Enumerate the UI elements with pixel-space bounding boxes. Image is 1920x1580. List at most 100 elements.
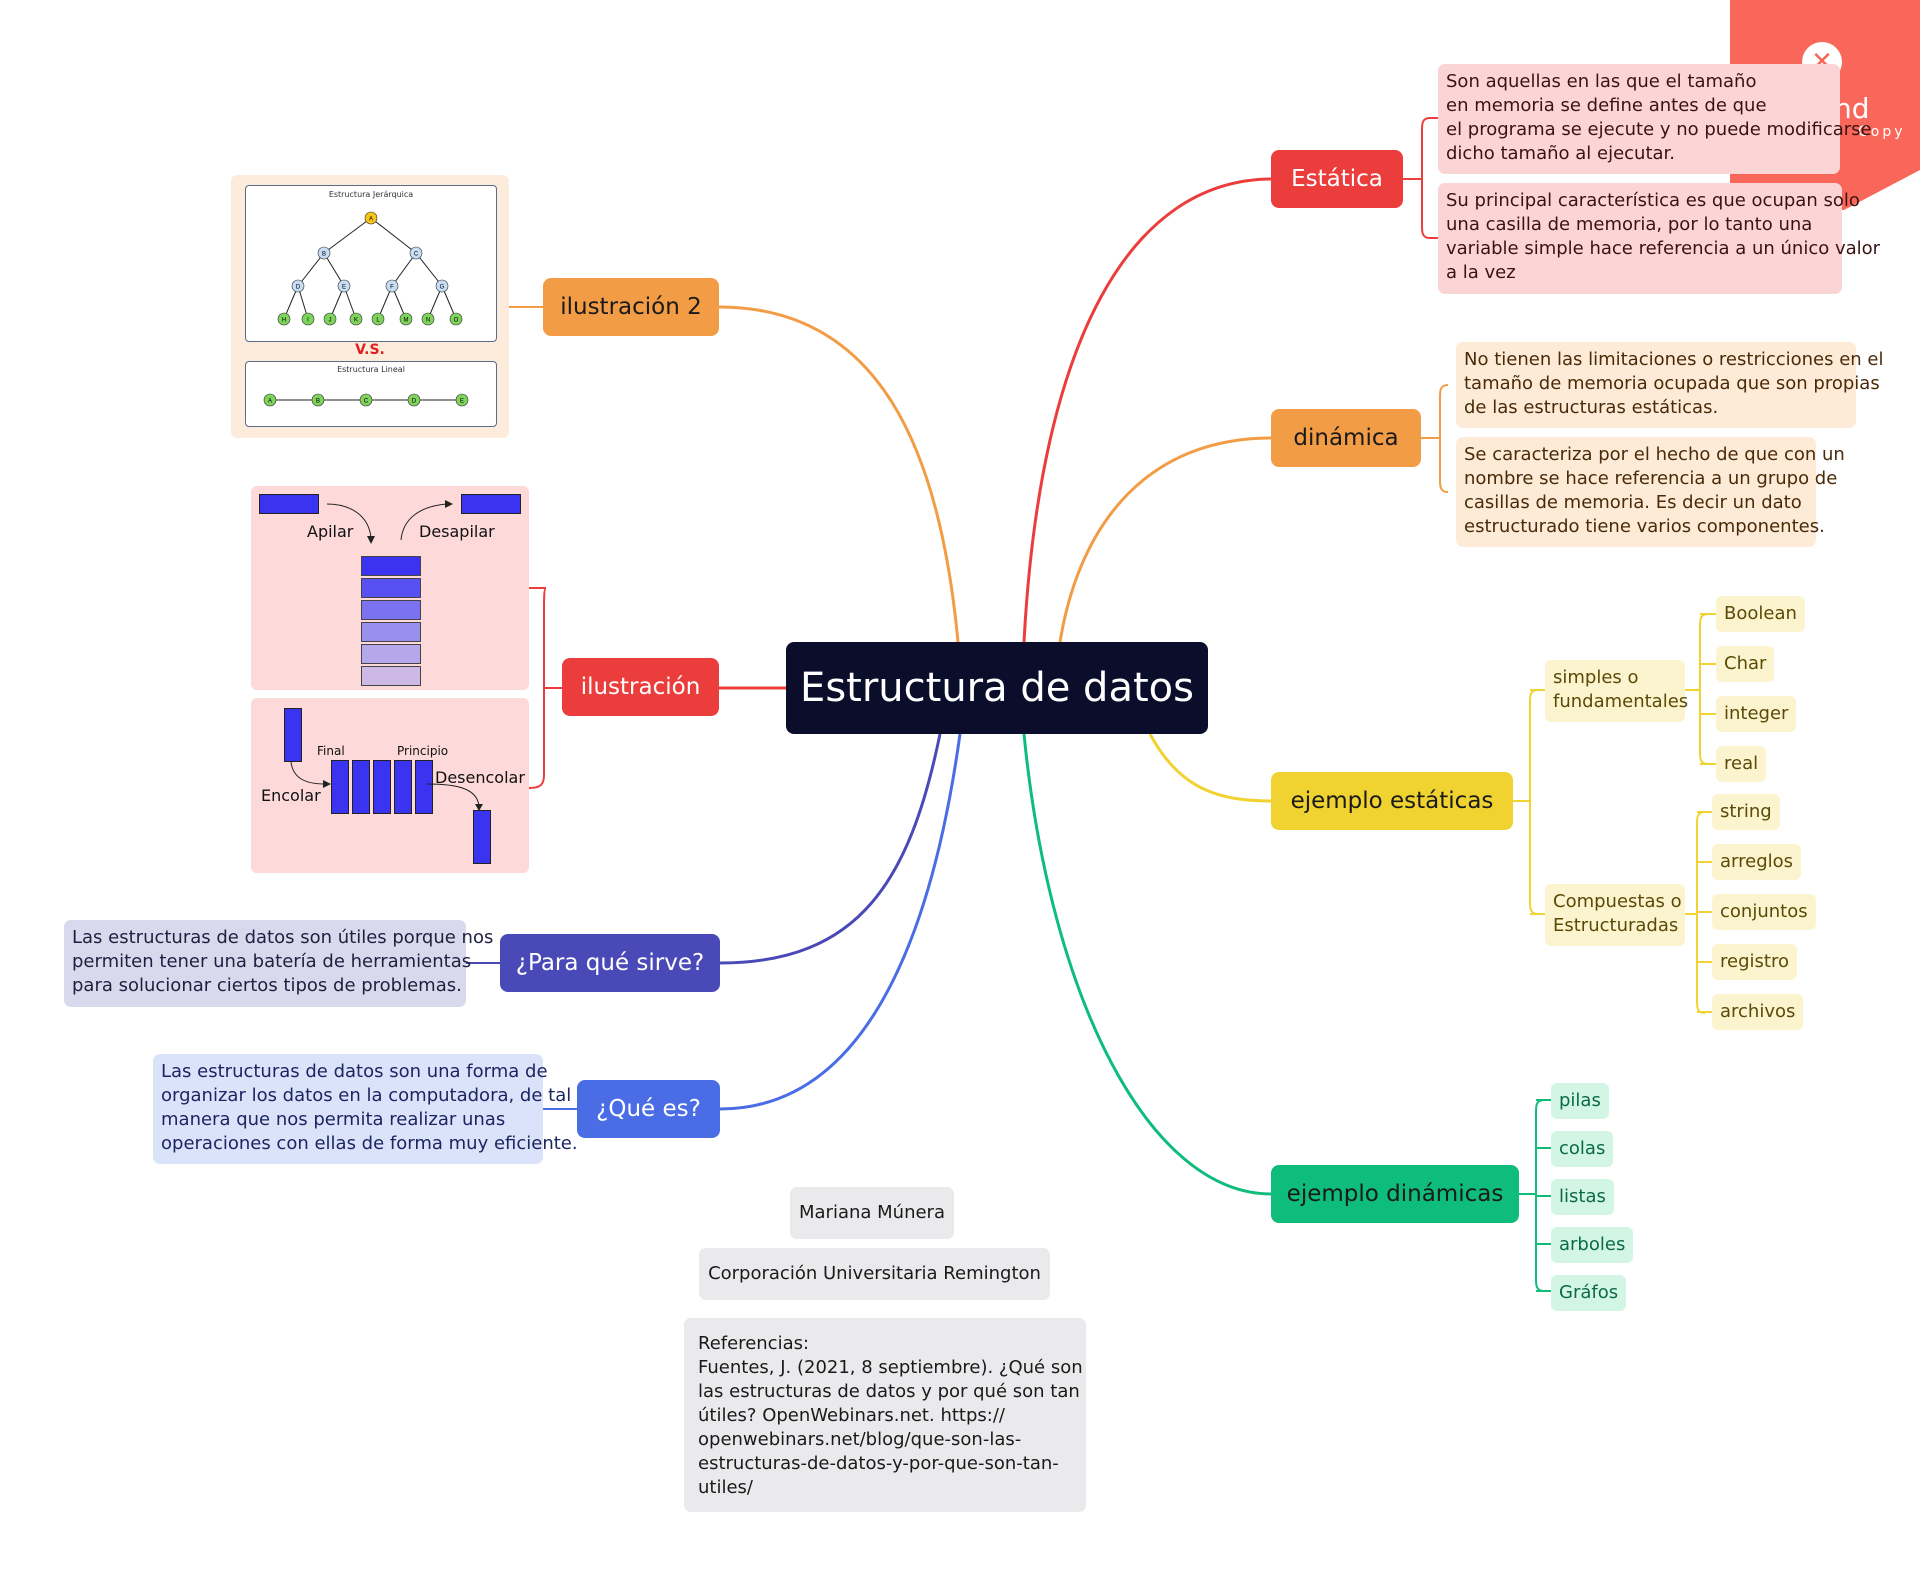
dequeue-label: Desencolar — [435, 768, 525, 787]
connector — [1058, 436, 1272, 643]
tree-node-label: A — [369, 217, 373, 223]
references-box[interactable]: Referencias:Fuentes, J. (2021, 8 septiem… — [684, 1318, 1086, 1512]
tree-node-label: H — [282, 318, 286, 324]
leaf-compound-type[interactable]: conjuntos — [1712, 894, 1816, 930]
tree-edge — [323, 252, 345, 287]
connector — [1022, 177, 1272, 643]
tree-title: Estructura Jerárquica — [328, 190, 414, 199]
queue-block — [352, 760, 370, 814]
tree-node-label: K — [354, 318, 358, 324]
connector — [1148, 733, 1272, 803]
leaf-dynamic-type[interactable]: Gráfos — [1551, 1275, 1627, 1311]
linear-node-label: C — [364, 399, 369, 405]
tree-node — [317, 246, 331, 260]
institution-box[interactable]: Corporación Universitaria Remington — [699, 1248, 1050, 1300]
pop-label: Desapilar — [419, 522, 495, 541]
linear-node — [359, 393, 373, 407]
tree-node — [277, 312, 291, 326]
branch-que-es[interactable]: ¿Qué es? — [577, 1080, 720, 1138]
stack-arrows — [326, 500, 453, 544]
branch-ejemplo-dinamicas[interactable]: ejemplo dinámicas — [1271, 1165, 1519, 1223]
final-label: Final — [317, 744, 345, 758]
connector — [718, 305, 960, 643]
pop-block — [461, 494, 521, 514]
linear-title: Estructura Lineal — [337, 365, 405, 374]
tree-node — [399, 312, 413, 326]
tree-edge — [391, 252, 417, 287]
branch-dinamica[interactable]: dinámica — [1271, 409, 1421, 467]
linear-panel: Estructura Lineal A B C D E — [245, 361, 497, 427]
connector — [719, 733, 942, 965]
tree-node-label: D — [296, 285, 301, 291]
brand-sub: Copy — [1858, 124, 1906, 140]
estatica-note-2: Su principal característica es que ocupa… — [1438, 183, 1880, 294]
vs-label: V.S. — [355, 342, 385, 358]
linear-node — [455, 393, 469, 407]
tree-node — [409, 246, 423, 260]
tree-node-label: J — [329, 318, 332, 324]
linear-node-label: B — [316, 399, 320, 405]
connector — [1403, 117, 1431, 239]
leaf-compound-type[interactable]: registro — [1712, 944, 1797, 980]
branch-ilustracion[interactable]: ilustración — [562, 658, 719, 716]
leaf-compound-type[interactable]: archivos — [1712, 994, 1804, 1030]
tree-node — [421, 312, 435, 326]
tree-node-label: F — [390, 285, 394, 291]
connector — [528, 587, 547, 789]
stack-illustration: Apilar Desapilar — [251, 486, 529, 690]
leaf-dynamic-type[interactable]: arboles — [1551, 1227, 1634, 1263]
tree-node — [435, 279, 449, 293]
linear-node-label: A — [268, 399, 272, 405]
branch-ejemplo-estaticas[interactable]: ejemplo estáticas — [1271, 772, 1513, 830]
tree-node-label: N — [426, 318, 430, 324]
branch-ilustracion-2[interactable]: ilustración 2 — [543, 278, 719, 336]
queue-block — [415, 760, 433, 814]
tree-node-label: G — [440, 285, 445, 291]
leaf-dynamic-type[interactable]: pilas — [1551, 1083, 1609, 1119]
queue-block — [373, 760, 391, 814]
leaf-compound-type[interactable]: string — [1712, 794, 1780, 830]
leaf-simple-type[interactable]: Boolean — [1716, 596, 1805, 632]
tree-node-label: E — [342, 285, 346, 291]
tree-node-label: I — [307, 318, 309, 324]
branch-para-que-sirve[interactable]: ¿Para qué sirve? — [500, 934, 720, 992]
leaf-simple-type[interactable]: integer — [1716, 696, 1797, 732]
leaf-compound-type[interactable]: arreglos — [1712, 844, 1802, 880]
leaf-simple-type[interactable]: Char — [1716, 646, 1775, 682]
leaf-dynamic-type[interactable]: colas — [1551, 1131, 1614, 1167]
connector — [719, 733, 962, 1111]
linear-node-label: D — [412, 399, 417, 405]
stack-block — [361, 600, 421, 620]
queue-block — [331, 760, 349, 814]
tree-node — [385, 279, 399, 293]
linear-node — [407, 393, 421, 407]
stack-block — [361, 578, 421, 598]
leaf-dynamic-type[interactable]: listas — [1551, 1179, 1614, 1215]
author-box[interactable]: Mariana Múnera — [790, 1187, 954, 1239]
push-block — [259, 494, 319, 514]
tree-edge — [415, 252, 443, 287]
stack-block — [361, 666, 421, 686]
tree-node — [449, 312, 463, 326]
connector — [1685, 613, 1709, 765]
para-que-note: Las estructuras de datos son útiles porq… — [64, 920, 493, 1007]
connector — [1421, 384, 1449, 493]
stack-block — [361, 644, 421, 664]
linear-node — [311, 393, 325, 407]
enqueue-block — [284, 708, 302, 762]
branch-estatica[interactable]: Estática — [1271, 150, 1403, 208]
tree-node — [301, 312, 315, 326]
leaf-simple-type[interactable]: real — [1716, 746, 1767, 782]
queue-illustration: Final Principio Encolar Desencolar — [251, 698, 529, 873]
linear-node-label: E — [460, 399, 464, 405]
central-topic[interactable]: Estructura de datos — [786, 642, 1208, 734]
queue-arrows — [290, 761, 483, 811]
tree-node — [291, 279, 305, 293]
